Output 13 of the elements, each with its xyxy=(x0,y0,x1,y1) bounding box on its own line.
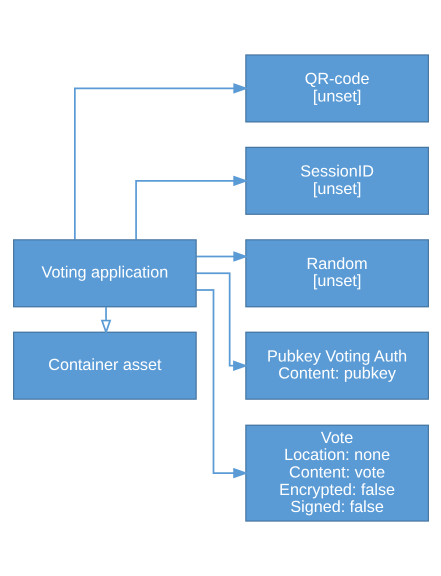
node-box: Voting application xyxy=(12,239,196,308)
arrow xyxy=(73,83,248,240)
node-box: Random [unset] xyxy=(244,239,428,308)
node-box: QR-code [unset] xyxy=(244,54,428,122)
node-box: SessionID [unset] xyxy=(244,146,428,215)
arrow xyxy=(196,251,248,262)
node-box: Container asset xyxy=(12,332,196,400)
arrow xyxy=(196,289,248,478)
arrow xyxy=(134,176,248,240)
arrow xyxy=(196,272,248,371)
node-box: Vote Location: none Content: vote Encrypted: false Signed: false xyxy=(244,424,428,522)
node-box: Pubkey Voting Auth Content: pubkey xyxy=(244,332,428,400)
arrow xyxy=(100,307,111,335)
